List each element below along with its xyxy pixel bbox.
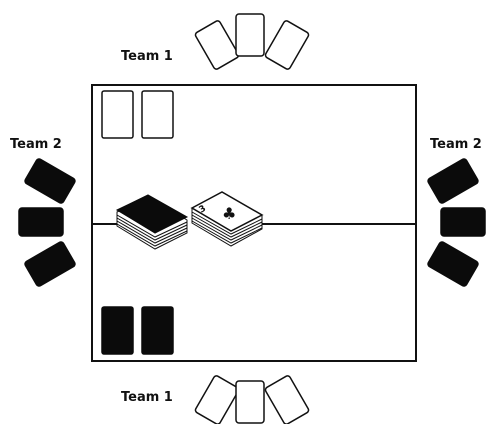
bottom-team-pile xyxy=(102,307,173,354)
draw-deck xyxy=(117,195,187,249)
right-team-hand xyxy=(427,158,485,287)
right-hand-card-top xyxy=(427,158,479,204)
bottom-team-label: Team 1 xyxy=(121,390,173,405)
right-team-label: Team 2 xyxy=(430,137,482,152)
right-hand-card-middle xyxy=(441,208,485,236)
top-team-pile xyxy=(102,91,173,138)
top-hand-card-left xyxy=(194,20,239,70)
top-pile-card-1 xyxy=(102,91,133,138)
bottom-pile-card-1 xyxy=(102,307,133,354)
bottom-hand-card-left xyxy=(194,375,239,424)
top-hand-card-middle xyxy=(236,14,264,56)
top-hand-card-right xyxy=(264,20,309,70)
top-team-hand xyxy=(194,14,309,70)
bottom-hand-card-middle xyxy=(236,381,264,423)
left-hand-card-bottom xyxy=(24,241,76,287)
left-team-label: Team 2 xyxy=(10,137,62,152)
bottom-pile-card-2 xyxy=(142,307,173,354)
bottom-hand-card-right xyxy=(264,375,309,424)
right-hand-card-bottom xyxy=(427,241,479,287)
discard-pile: 3 ♣ xyxy=(192,192,262,246)
left-team-hand xyxy=(19,158,76,287)
top-pile-card-2 xyxy=(142,91,173,138)
top-team-label: Team 1 xyxy=(121,49,173,64)
left-hand-card-top xyxy=(24,158,76,204)
left-hand-card-middle xyxy=(19,208,63,236)
clubs-icon: ♣ xyxy=(222,204,236,223)
bottom-team-hand xyxy=(194,375,309,424)
